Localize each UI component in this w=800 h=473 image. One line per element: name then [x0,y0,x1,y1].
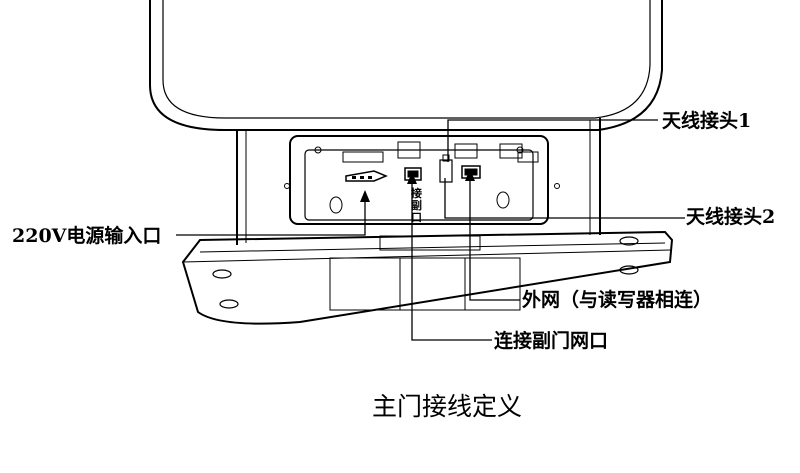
port-vertical-text: 接 副 口 [411,186,422,224]
antenna-port-1 [439,154,453,183]
label-power-input: 220V电源输入口 [12,224,161,247]
label-antenna-2: 天线接头2 [686,205,775,228]
arrowheads [360,169,475,202]
leader-lines [176,119,685,341]
bottom-flange [181,230,674,325]
diagram-caption: 主门接线定义 [372,392,522,421]
label-external-network: 外网（与读写器相连） [522,288,712,311]
label-antenna-1: 天线接头1 [662,109,751,132]
power-arrow [360,190,370,202]
port-recess [284,135,560,225]
port-text-3: 口 [411,211,422,224]
label-sub-door-network: 连接副门网口 [494,329,608,352]
mount-plate [236,118,601,245]
power-connector [345,170,388,182]
external-net-arrow [465,169,475,181]
sub-door-arrow [407,172,417,184]
port-text-1: 接 [411,186,422,200]
port-text-2: 副 [411,198,422,212]
housing-body [149,0,663,131]
